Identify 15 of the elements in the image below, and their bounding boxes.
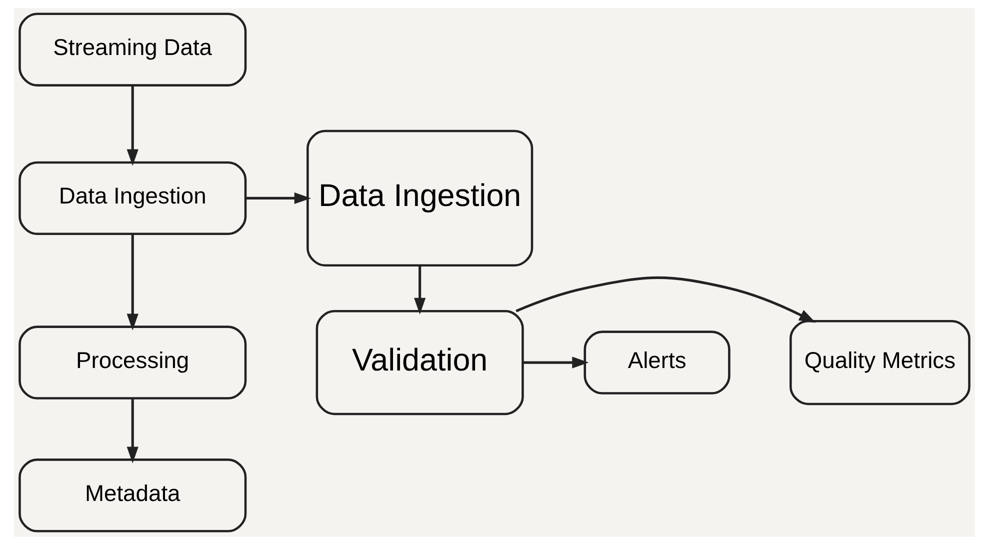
- arrow: [522, 356, 588, 368]
- arrow: [515, 276, 816, 323]
- arrow: [126, 398, 138, 464]
- node-box: Data Ingestion: [306, 130, 533, 266]
- node-box: Processing: [18, 326, 246, 400]
- arrow: [126, 234, 138, 330]
- node-box: Quality Metrics: [789, 320, 970, 406]
- arrow: [245, 192, 310, 204]
- node-box: Metadata: [18, 458, 246, 532]
- arrow: [126, 86, 138, 166]
- arrow: [414, 266, 426, 315]
- node-box: Streaming Data: [18, 12, 246, 86]
- node-box: Alerts: [583, 330, 730, 394]
- node-box: Validation: [315, 310, 524, 416]
- node-box: Data Ingestion: [18, 161, 246, 236]
